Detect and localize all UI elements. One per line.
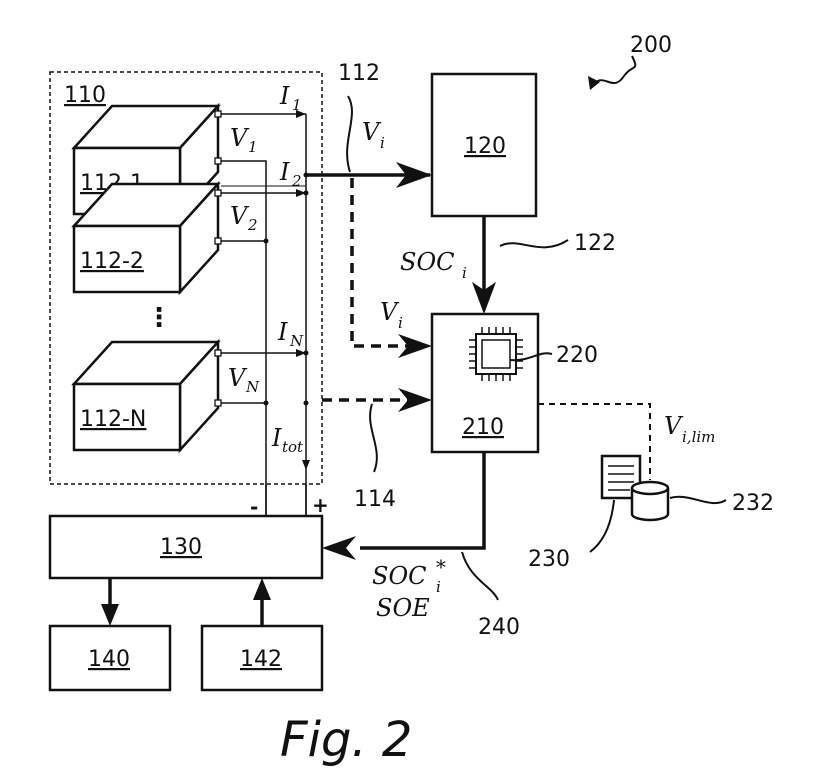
ref-220: 220 [556, 343, 598, 368]
voltage-label-N: V [228, 364, 248, 392]
vlim-label: V [664, 412, 684, 440]
vi-mid-label: V [380, 298, 400, 326]
system-ref-200: 200 [630, 33, 672, 58]
plus-terminal: + [312, 493, 329, 517]
voltage-sub-1: 1 [248, 138, 258, 156]
ref-240: 240 [478, 615, 520, 640]
ref-114: 114 [354, 487, 396, 512]
block-120-label: 120 [464, 134, 506, 159]
leader-232 [670, 497, 726, 503]
current-sub-1: 1 [292, 96, 302, 114]
leader-112 [347, 96, 352, 172]
soc-star-arrow [322, 536, 356, 560]
vi-top-sub: i [380, 134, 385, 152]
block-130-label: 130 [160, 535, 202, 560]
cell-112-N-label: 112-N [80, 407, 146, 432]
total-current-sub: tot [282, 438, 304, 456]
leader-230 [590, 500, 614, 552]
soc-sub: i [462, 264, 467, 282]
vi-dashed-arrow [398, 334, 432, 358]
soc-label: SOC [400, 248, 454, 276]
figure-caption: Fig. 2 [280, 712, 412, 768]
cell-112-2-label: 112-2 [80, 249, 144, 274]
arrow-142-to-130-head [253, 578, 271, 600]
soe-label: SOE [376, 594, 430, 622]
leader-114 [370, 404, 377, 472]
ref-122: 122 [574, 231, 616, 256]
arrow-130-to-140-head [101, 604, 119, 626]
pack-dashed-arrow [398, 388, 432, 412]
chip-icon [469, 327, 523, 381]
total-current-label: I [271, 424, 282, 452]
leader-200-arrowhead [588, 76, 600, 90]
voltage-label-1: V [230, 124, 250, 152]
vi-mid-sub: i [398, 314, 403, 332]
voltage-label-2: V [230, 202, 250, 230]
soc-star-label: SOC [372, 562, 426, 590]
voltage-sub-N: N [245, 378, 260, 396]
current-label-N: I [277, 318, 288, 346]
vlim-sub: i,lim [682, 428, 715, 446]
database-icon [632, 482, 668, 520]
block-210-label: 210 [462, 415, 504, 440]
cell-112-N: 112-N [74, 342, 218, 450]
cells-ellipsis: ⋮ [146, 303, 172, 333]
vi-top-label: V [362, 118, 382, 146]
current-label-2: I [279, 158, 290, 186]
block-140-label: 140 [88, 647, 130, 672]
current-label-1: I [279, 82, 290, 110]
battery-pack-ref: 110 [64, 83, 106, 108]
ref-230: 230 [528, 547, 570, 572]
current-sub-2: 2 [291, 172, 302, 190]
current-sub-N: N [289, 332, 304, 350]
soc-star-sup: * [436, 555, 446, 579]
soc-star-sub: i [436, 578, 441, 596]
leader-240 [462, 552, 498, 600]
voltage-sub-2: 2 [247, 216, 258, 234]
block-142-label: 142 [240, 647, 282, 672]
pack-signal-labels: I 1 V 1 I 2 V 2 I N V N I tot - + [228, 82, 329, 519]
ref-232: 232 [732, 491, 774, 516]
leader-122 [500, 240, 568, 247]
ref-112: 112 [338, 61, 380, 86]
